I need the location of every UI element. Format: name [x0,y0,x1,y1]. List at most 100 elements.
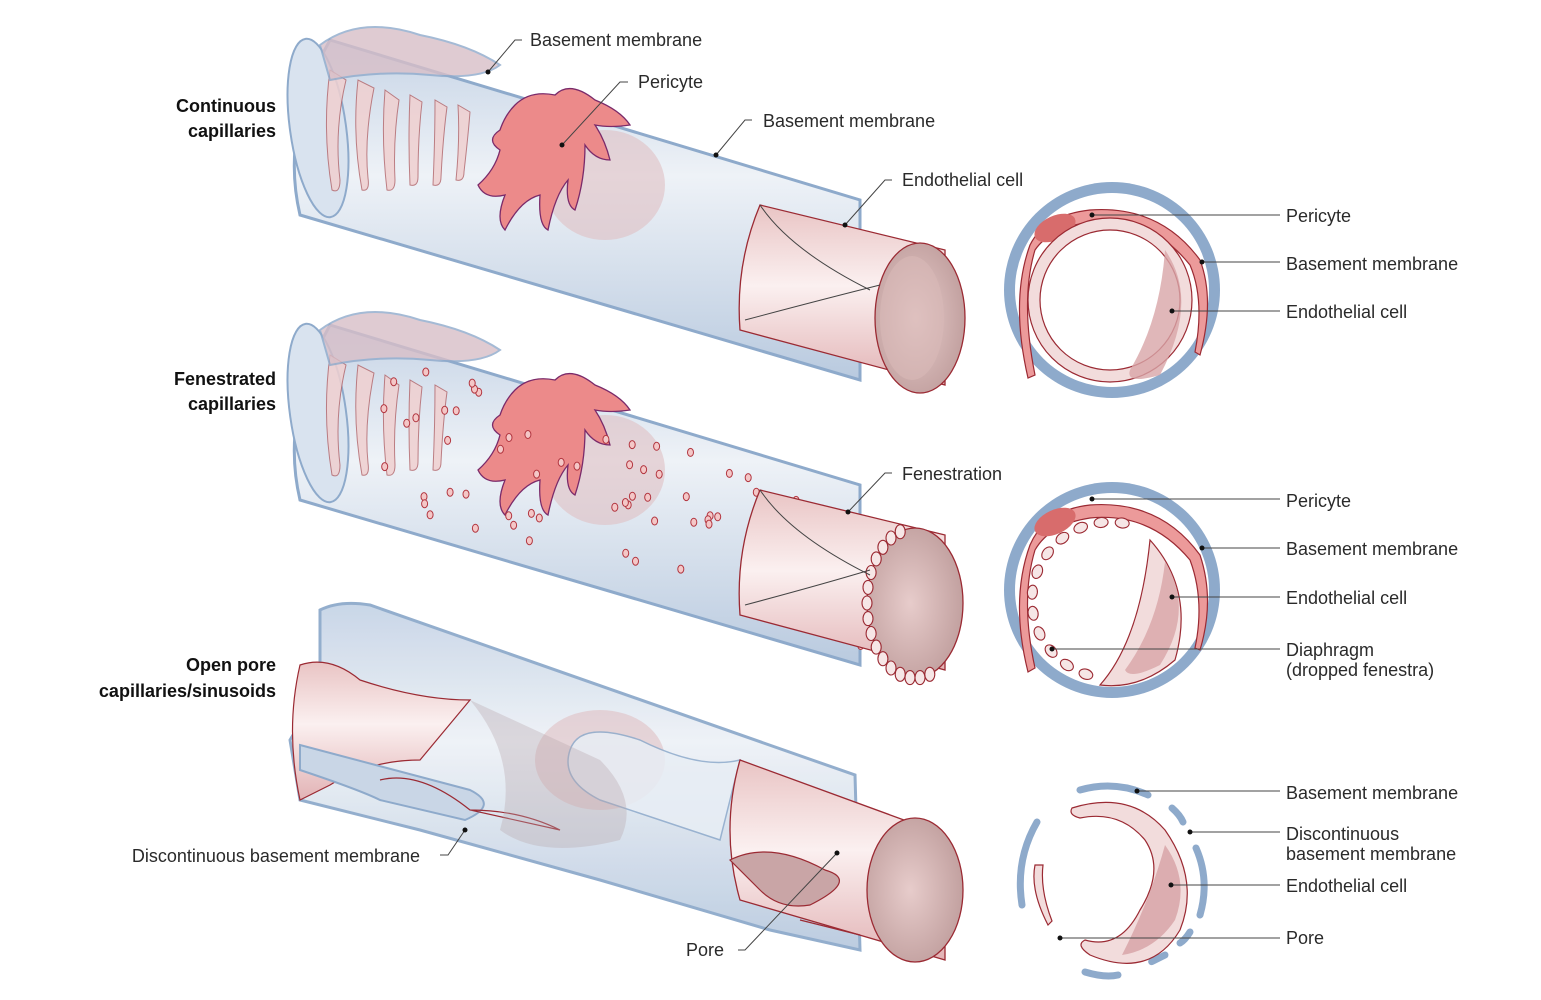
fenestra-bead [894,524,906,540]
fenestration-dot [655,469,663,479]
fenestration-dot [510,520,518,530]
fenestra-bead [865,564,877,581]
diaphragm-bead [1059,658,1074,672]
fenestration-dot [421,499,429,509]
continuous-leaders [485,39,892,228]
fenestration-dot [422,367,430,377]
fenestration-dot [505,511,513,521]
cs1-label-endothelial-cell: Endothelial cell [1286,302,1407,322]
fenestration-dot [527,508,535,518]
continuous-cross-section [1004,182,1220,398]
fenestra-bead [894,666,906,682]
sinusoid-capillary-tube [288,601,964,963]
fenestration-dot [462,489,470,499]
cs2-label-diaphragm-line2: (dropped fenestra) [1286,660,1434,680]
title-continuous-line2: capillaries [188,121,276,141]
fenestration-dot [390,377,398,387]
fenestra-bead [904,670,916,686]
continuous-cs-leaders [1089,212,1280,314]
fenestration-dot [535,513,543,523]
fenestration-dot [626,460,634,470]
diaphragm-bead [1041,546,1054,561]
diaphragm-bead [1114,517,1130,529]
fenestration-dot [653,441,661,451]
fenestra-bead [877,651,889,667]
label-basement-membrane-top: Basement membrane [530,30,702,50]
fenestration-dot [725,468,733,478]
fenestration-dot [640,465,648,475]
label-basement-membrane-mid: Basement membrane [763,111,935,131]
fenestra-bead [865,625,877,642]
cs3-label-basement-membrane: Basement membrane [1286,783,1458,803]
title-fenestrated-line1: Fenestrated [174,369,276,389]
fenestra-bead [914,670,926,686]
title-sinusoid-line2: capillaries/sinusoids [99,681,276,701]
title-sinusoid-line1: Open pore [186,655,276,675]
fenestrated-capillary-tube [286,311,964,686]
fenestration-dot [622,548,630,558]
fenestra-bead [885,660,897,676]
fenestration-dot [471,523,479,533]
diaphragm-bead [1093,516,1109,529]
fenestration-dot [452,406,460,416]
fenestra-bead [862,611,874,627]
cs3-label-discontinuous-line1: Discontinuous [1286,824,1399,844]
fenestration-dot [444,435,452,445]
fenestration-dot [524,430,532,439]
fenestrated-cs-leaders [1049,496,1280,652]
fenestra-bead [870,551,882,567]
fenestra-beads [861,524,936,686]
fenestration-dot [468,378,476,388]
label-discontinuous-bm: Discontinuous basement membrane [132,846,420,866]
title-continuous-line1: Continuous [176,96,276,116]
cs3-label-endothelial-cell: Endothelial cell [1286,876,1407,896]
fenestration-dot [573,461,581,471]
diaphragm-bead [1055,531,1070,545]
title-fenestrated-line2: capillaries [188,394,276,414]
fenestration-dot [446,487,454,497]
fenestration-dot [557,457,565,467]
fenestra-bead [862,579,874,595]
fenestration-dot [505,433,513,442]
fenestration-dot [690,517,698,527]
cs2-label-basement-membrane: Basement membrane [1286,539,1458,559]
fenestra-bead [877,539,889,555]
fenestration-dot [380,404,388,414]
sinusoid-leaders [440,827,840,951]
fenestration-dot [628,491,636,501]
fenestration-dot [602,434,610,444]
fenestration-dot [621,498,629,507]
fenestration-dot [644,492,652,502]
fenestration-dot [744,473,752,483]
fenestration-dot [682,492,690,502]
fenestration-dot [611,502,619,512]
fenestration-dot [632,556,639,566]
fenestration-dot [705,519,713,529]
label-pericyte: Pericyte [638,72,703,92]
diaphragm-bead [1073,521,1089,534]
cs3-label-pore: Pore [1286,928,1324,948]
fenestration-dot [628,440,636,450]
label-pore: Pore [686,940,724,960]
fenestra-bead [885,530,897,546]
cs2-label-pericyte: Pericyte [1286,491,1351,511]
cs3-label-discontinuous-line2: basement membrane [1286,844,1456,864]
fenestra-bead [870,639,882,655]
fenestra-bead [861,595,873,611]
fenestration-dot [533,469,541,479]
fenestration-dot [687,447,694,457]
fenestrated-leaders [845,472,892,515]
sinusoid-cs-leaders [1057,788,1280,941]
cs1-label-basement-membrane: Basement membrane [1286,254,1458,274]
sinusoid-cross-section [1016,782,1208,980]
fenestration-dot [714,512,722,522]
fenestrated-cross-section [1004,482,1220,698]
fenestration-dot [651,516,659,526]
fenestra-bead [924,666,936,682]
cs2-label-diaphragm-line1: Diaphragm [1286,640,1374,660]
label-endothelial-cell: Endothelial cell [902,170,1023,190]
diaphragm-bead [1027,605,1039,621]
fenestration-dot [677,564,685,574]
fenestration-dot [381,462,389,472]
